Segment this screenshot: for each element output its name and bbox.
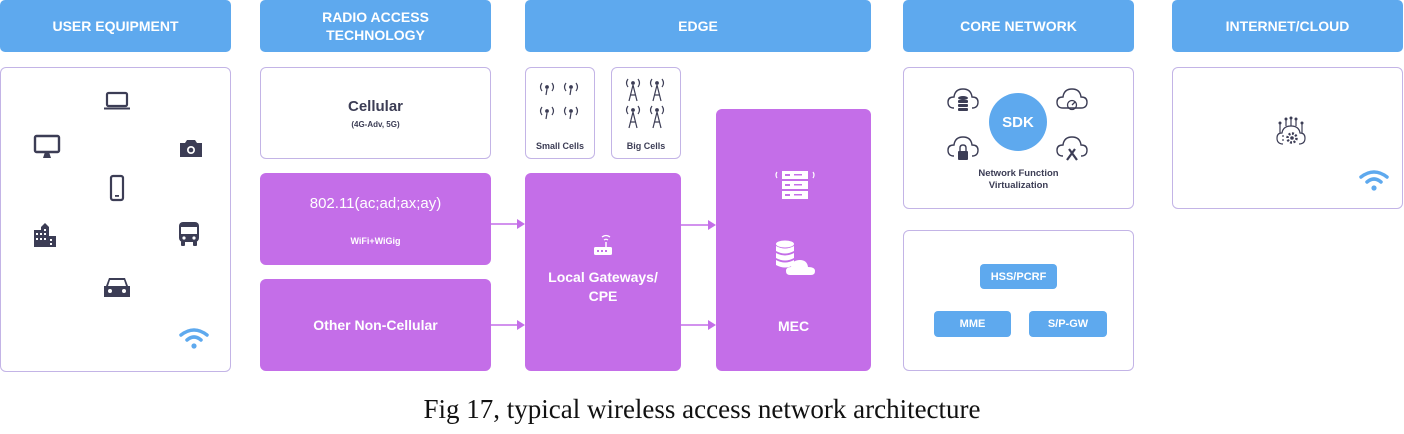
internet-cloud-panel — [1172, 67, 1403, 209]
cellular-title: Cellular — [347, 97, 404, 115]
cloud-computing-icon — [1276, 116, 1306, 145]
arrow-wifi-to-gateway — [491, 219, 525, 229]
nfv-label: Network Function Virtualization — [978, 168, 1059, 191]
header-edge: EDGE — [525, 0, 871, 52]
wifi-standards-title: 802.11(ac;ad;ax;ay) — [309, 195, 442, 212]
epc-panel: HSS/PCRF MME S/P-GW — [903, 230, 1134, 371]
wifi-icon — [179, 328, 209, 349]
wifi-standards-subtitle: WiFi+WiGig — [350, 236, 401, 246]
other-non-cellular-label: Other Non-Cellular — [313, 317, 438, 333]
car-icon — [104, 278, 130, 297]
user-equipment-panel — [0, 67, 231, 372]
cloud-lock-icon — [947, 136, 979, 160]
camera-icon — [180, 140, 202, 157]
bus-icon — [179, 222, 199, 246]
sp-gw-node: S/P-GW — [1029, 311, 1107, 337]
small-cell-antenna-icon — [539, 82, 579, 120]
server-rack-icon — [775, 171, 815, 199]
cloud-speed-icon — [1056, 88, 1088, 111]
header-internet-cloud: INTERNET/CLOUD — [1172, 0, 1403, 52]
arrow-gateway-to-mec-bottom — [681, 320, 716, 330]
header-user-equipment: USER EQUIPMENT — [0, 0, 231, 52]
arrow-gateway-to-mec-top — [681, 220, 716, 230]
small-cells-label: Small Cells — [535, 141, 585, 151]
desktop-icon — [33, 134, 61, 158]
local-gateways-label: Local Gateways/ CPE — [548, 269, 658, 304]
wifi-icon — [1359, 170, 1389, 191]
cellular-box: Cellular (4G-Adv, 5G) — [260, 67, 491, 159]
header-core-network: CORE NETWORK — [903, 0, 1134, 52]
arrow-other-to-gateway — [491, 320, 525, 330]
cloud-tools-icon — [1056, 136, 1088, 161]
mme-node: MME — [934, 311, 1011, 337]
local-gateways-box: Local Gateways/ CPE — [525, 173, 681, 371]
big-cells-box: Big Cells — [611, 67, 681, 159]
sdk-circle: SDK — [989, 93, 1047, 151]
cellular-subtitle: (4G-Adv, 5G) — [351, 119, 400, 129]
laptop-icon — [104, 91, 130, 110]
database-cloud-icon — [776, 240, 815, 275]
nfv-panel: SDK Network Function Virtualization — [903, 67, 1134, 209]
hss-pcrf-node: HSS/PCRF — [980, 264, 1057, 289]
cloud-database-icon — [947, 88, 979, 111]
wifi-standards-box: 802.11(ac;ad;ax;ay) WiFi+WiGig — [260, 173, 491, 265]
buildings-icon — [34, 223, 56, 247]
mec-label: MEC — [777, 318, 810, 334]
header-radio-access: RADIO ACCESS TECHNOLOGY — [260, 0, 491, 52]
smartphone-icon — [109, 174, 125, 202]
small-cells-box: Small Cells — [525, 67, 595, 159]
figure-caption: Fig 17, typical wireless access network … — [423, 394, 981, 424]
other-non-cellular-box: Other Non-Cellular — [260, 279, 491, 371]
router-icon — [594, 234, 612, 255]
big-cell-tower-icon — [625, 78, 665, 129]
mec-box: MEC — [716, 109, 871, 371]
big-cells-label: Big Cells — [626, 141, 666, 151]
